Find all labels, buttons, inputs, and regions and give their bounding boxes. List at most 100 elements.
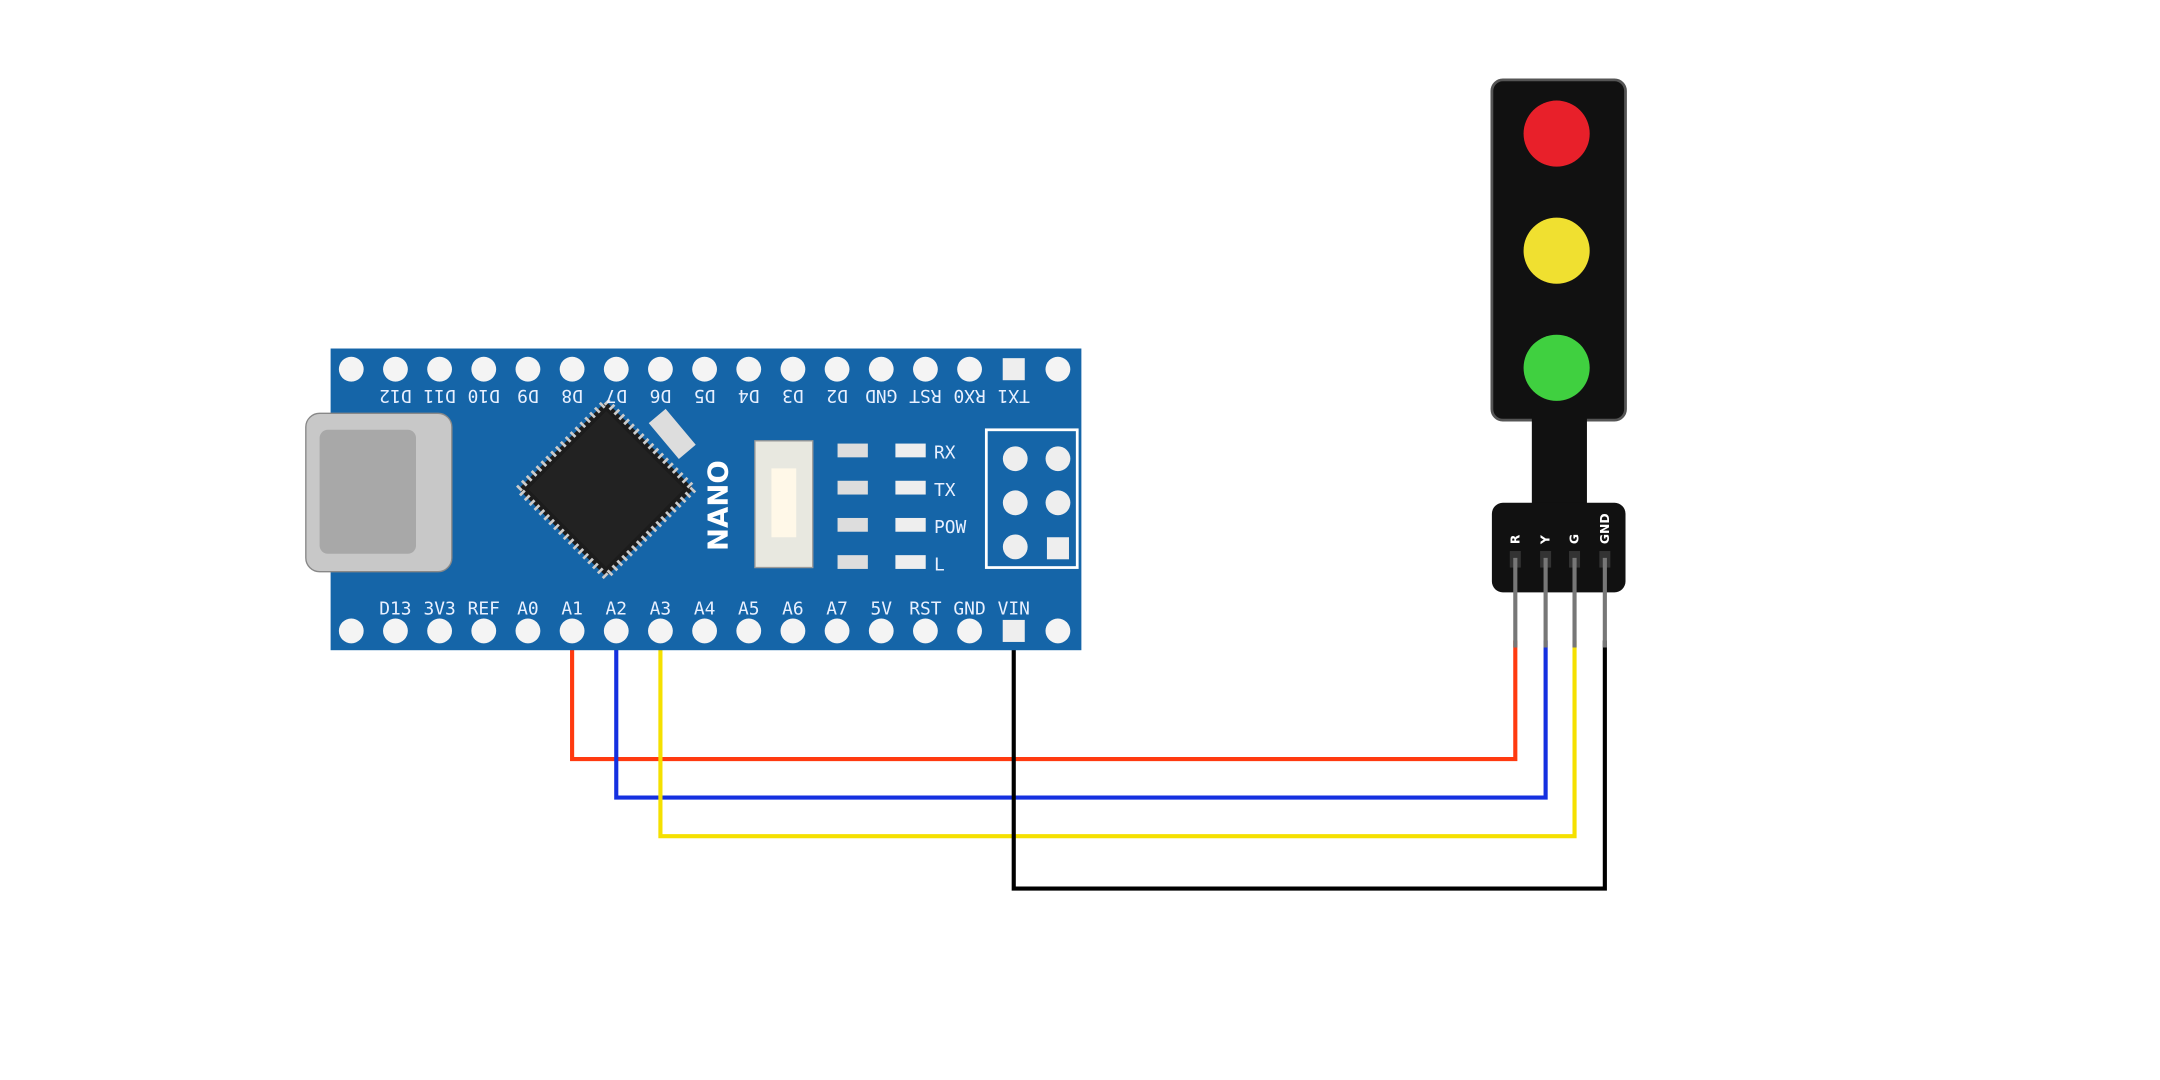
traffic-light-neck [1531,413,1587,510]
resistor [837,480,868,495]
microcontroller-chip [513,396,699,582]
pin-pad [824,618,850,644]
top-pin-label: D5 [694,385,716,406]
pin-pad [515,356,541,382]
status-leds: RX TX POW L [837,443,967,575]
top-pin-label: D2 [826,385,848,406]
pin-pad [338,618,364,644]
yellow-led [1523,217,1590,284]
led [895,555,926,569]
pin-pad-square [1002,358,1025,381]
bottom-pin-label: D13 [379,598,411,619]
bottom-pin-label: A7 [826,598,848,619]
pin-pad [868,356,894,382]
reset-button[interactable] [754,440,814,569]
bottom-pin-label: REF [468,598,500,619]
pin-pad [427,618,453,644]
bottom-pin-label: A1 [561,598,583,619]
pin-pad [338,356,364,382]
pcb [330,348,1082,651]
bottom-pin-label: A3 [650,598,672,619]
traffic-light-pins: R Y G GND [1507,513,1612,648]
top-pin-label: GND [865,385,897,406]
led [895,517,926,532]
wire-gnd-to-gnd [1011,630,1607,891]
wires [570,630,1607,891]
pin-pad [868,618,894,644]
resistor [837,517,868,532]
red-led [1523,100,1590,167]
wire-a1-to-y [614,630,1548,800]
pin-pad [383,356,408,382]
top-pin-label: D10 [468,385,500,406]
pin-pad [824,356,850,382]
pin-pad [913,618,938,644]
bottom-pin-label: RST [909,598,942,619]
top-pin-label: D4 [738,385,760,406]
pin-pad [471,356,497,382]
top-pin-label: D8 [561,385,583,406]
pin-pad [427,356,453,382]
led-label: RX [934,443,956,464]
icsp-pad [1046,537,1069,560]
wire-a0-to-r [570,630,1518,762]
top-pin-label: D7 [605,385,627,406]
pin-pad [559,356,585,382]
pin-pad [383,618,408,644]
icsp-header [984,428,1079,569]
bottom-pin-label: A0 [517,598,539,619]
icsp-pad [1002,534,1028,560]
bottom-pin-label: A2 [605,598,627,619]
pin-pad [471,618,497,644]
pin-pad [603,356,629,382]
top-pin-label: RST [909,385,942,406]
bottom-pin-label: VIN [998,598,1030,619]
traffic-light-pin-label: R [1507,534,1522,544]
top-pin-label: D12 [379,385,411,406]
led [895,480,926,495]
top-pin-label: D9 [517,385,539,406]
icsp-pad [1045,446,1071,472]
led-label: L [934,554,945,575]
board-name: NANO [702,460,734,551]
led-label: TX [934,480,956,501]
pin-pad [603,618,629,644]
pin-pad [957,618,982,644]
traffic-light-module: R Y G GND [1490,78,1627,648]
pin-pad [1045,356,1071,382]
traffic-light-pin-label: Y [1538,534,1553,545]
crystal [648,408,696,459]
top-pin-label: D3 [782,385,804,406]
pin-pad [648,356,673,382]
led [895,443,926,458]
traffic-light-pin-label: GND [1597,513,1612,544]
resistor [837,555,868,569]
pin-pad [736,356,762,382]
pin-pad [913,356,938,382]
icsp-pad [1002,490,1028,516]
led-label: POW [934,517,967,538]
bottom-pin-label: GND [953,598,985,619]
pin-pad [780,618,806,644]
top-pin-label: RX0 [953,385,985,406]
traffic-light-pin-label: G [1567,534,1582,544]
pin-pad [559,618,585,644]
bottom-pin-label: 5V [870,598,892,619]
top-pin-label: D11 [423,385,455,406]
pin-pad [692,356,717,382]
icsp-pads [1002,446,1071,560]
green-led [1523,334,1590,401]
pin-pad [1045,618,1071,644]
pin-pad [957,356,982,382]
usb-c-connector [305,412,453,573]
bottom-pin-label: A5 [738,598,760,619]
bottom-pin-label: A4 [694,598,716,619]
traffic-light-base [1491,502,1626,593]
top-pin-label: D6 [650,385,672,406]
pin-pad [736,618,762,644]
pin-pad [780,356,806,382]
pin-pad [648,618,673,644]
top-pin-label: TX1 [998,385,1030,406]
